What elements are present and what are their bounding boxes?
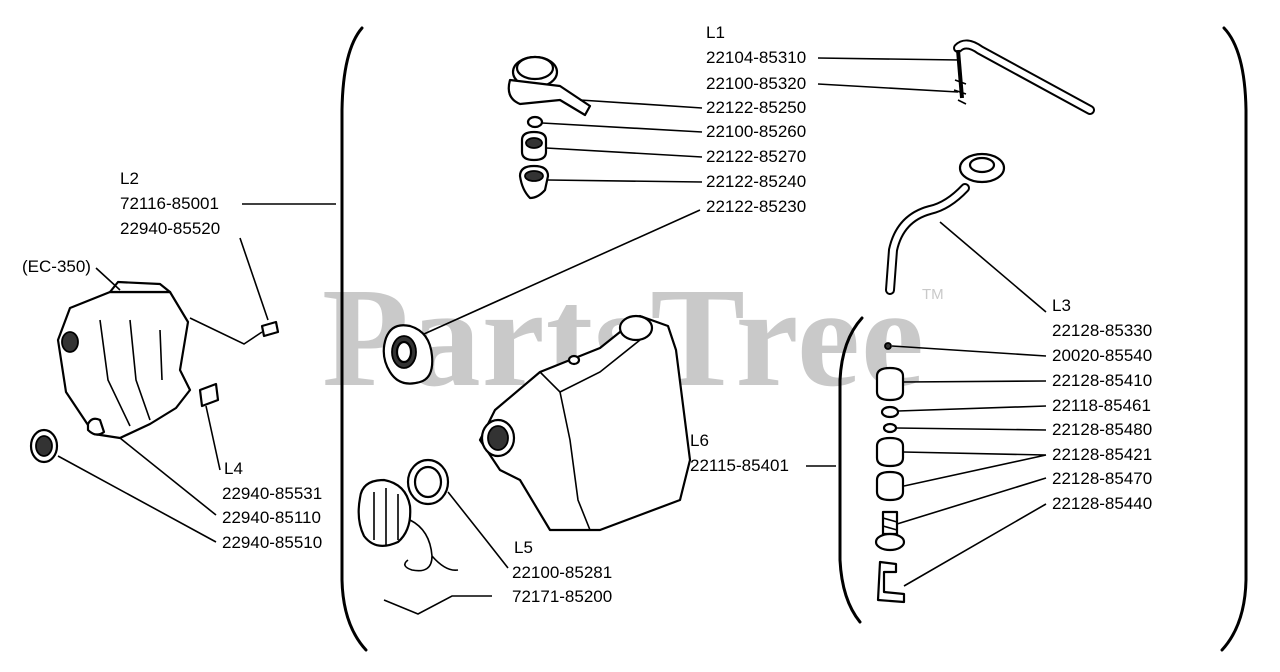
part-number: 22128-85480	[1052, 420, 1153, 439]
group-label-l4: L4	[224, 459, 243, 478]
part-number: 22122-85270	[706, 147, 807, 166]
group-label-l1: L1	[706, 23, 725, 42]
l3-stack-parts	[874, 342, 906, 604]
watermark-trademark: TM	[922, 286, 944, 303]
fuel-pipe-part	[953, 39, 1095, 115]
leader-22128-85410	[902, 380, 1047, 383]
leader-22940-85110	[119, 437, 217, 516]
left-bracket	[340, 26, 368, 652]
engine-housing-part	[56, 280, 192, 440]
leader-22128-85330	[939, 221, 1047, 313]
knob-part	[520, 130, 548, 162]
part-number: 22100-85281	[512, 563, 613, 582]
leader-72171-85200	[383, 595, 492, 615]
group-label-l5: L5	[514, 538, 533, 557]
part-number: 22128-85330	[1052, 321, 1153, 340]
part-number: 22128-85421	[1052, 445, 1153, 464]
part-number: 22940-85531	[222, 484, 323, 503]
leader-22100-85260	[541, 122, 703, 133]
part-number: 22128-85440	[1052, 494, 1153, 513]
leader-22122-85230	[423, 209, 701, 335]
part-number: 22128-85470	[1052, 469, 1153, 488]
cap-gasket-part	[406, 458, 450, 506]
cap-strap	[404, 519, 459, 572]
group-label-l2: L2	[120, 169, 139, 188]
leader-22940-85531	[205, 405, 221, 471]
part-number: 22115-85401	[690, 456, 789, 475]
leader-22122-85270	[545, 147, 703, 158]
model-note: (EC-350)	[22, 257, 91, 276]
group-label-l3: L3	[1052, 296, 1071, 315]
leader-22128-85440	[903, 503, 1047, 587]
part-number: 20020-85540	[1052, 346, 1153, 365]
leader-ec350	[95, 267, 121, 291]
leader-22100-85281	[447, 491, 509, 569]
fuel-line-part	[885, 152, 1006, 295]
leader-22122-85240	[547, 179, 703, 183]
small-washer-part	[526, 115, 544, 129]
leader-20020-85540	[891, 345, 1047, 357]
part-number: 22940-85110	[222, 508, 321, 527]
group-label-l6: L6	[690, 431, 709, 450]
leader-22104-85310	[817, 57, 961, 61]
leader-22940-85510	[57, 455, 217, 543]
tank-cap-part	[357, 478, 412, 547]
part-number: 22940-85510	[222, 533, 323, 552]
right-bracket	[1220, 26, 1248, 652]
part-number: 22100-85320	[706, 74, 807, 93]
part-number: 22122-85250	[706, 98, 807, 117]
pipe-clip-part	[953, 79, 967, 105]
leader-22128-85480	[895, 427, 1047, 431]
leader-22128-85470	[896, 477, 1047, 525]
starter-button-part	[29, 428, 59, 464]
bolt-part	[260, 320, 280, 338]
leader-22100-85320	[817, 83, 959, 93]
part-number: 22128-85410	[1052, 371, 1153, 390]
l3-bracket	[838, 316, 864, 624]
part-number: 22118-85461	[1052, 396, 1151, 415]
part-number: 72116-85001	[120, 194, 219, 213]
leader-22122-85250	[579, 99, 703, 109]
leader-22128-85421	[902, 451, 1047, 487]
part-number: 22122-85240	[706, 172, 807, 191]
fuel-tank-part	[478, 314, 692, 532]
part-number: 22122-85230	[706, 197, 807, 216]
filter-ring-part	[382, 324, 434, 385]
part-number: 72171-85200	[512, 587, 613, 606]
leader-22940-85520	[189, 237, 269, 345]
leader-22118-85461	[897, 405, 1047, 412]
pad-part	[198, 382, 220, 408]
part-number: 22104-85310	[706, 48, 807, 67]
lever-part	[507, 55, 592, 117]
cam-part	[518, 164, 550, 200]
part-number: 22100-85260	[706, 122, 807, 141]
part-number: 22940-85520	[120, 219, 221, 238]
